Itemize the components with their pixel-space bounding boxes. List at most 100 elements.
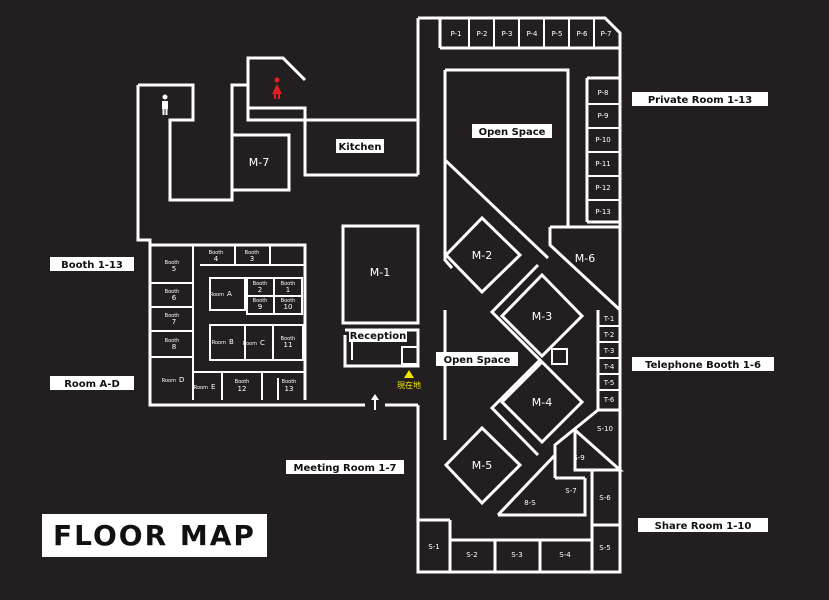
booth-word: Booth — [281, 298, 296, 304]
booth-number: 2 — [258, 286, 262, 294]
open-space-top-label: Open Space — [472, 124, 552, 138]
room-label: M-2 — [472, 249, 492, 262]
private-room-label: Private Room 1-13 — [632, 92, 768, 106]
room-letter: B — [229, 338, 234, 346]
wall — [150, 243, 307, 400]
telephone-booth-labels: T-1 T-2 T-3 T-4 T-5 T-6 — [603, 315, 615, 404]
room-label: P-5 — [551, 30, 562, 38]
wall — [548, 227, 622, 312]
meeting-room-labels: M-1 M-2 M-3 M-4 M-5 M-6 M-7 — [249, 156, 595, 472]
svg-text:Telephone Booth 1-6: Telephone Booth 1-6 — [645, 360, 761, 371]
room-label: M-5 — [472, 459, 492, 472]
wall-west-block — [246, 56, 418, 177]
m-2-room — [443, 215, 523, 295]
booth-word: Booth — [281, 336, 296, 342]
room-label: P-7 — [600, 30, 611, 38]
s-9-room — [573, 428, 624, 472]
room-label: M-7 — [249, 156, 269, 169]
room-label: M-3 — [532, 310, 552, 323]
room-label: P-12 — [595, 184, 611, 192]
room-label: P-1 — [450, 30, 461, 38]
booth-number: 9 — [258, 303, 262, 311]
booth-word: Booth — [253, 281, 268, 287]
room-label: T-6 — [603, 396, 615, 404]
booth-word: Booth — [282, 379, 297, 385]
booth-word: Booth — [245, 250, 260, 256]
booth-number: 5 — [172, 265, 176, 273]
page-title: FLOOR MAP — [53, 519, 256, 552]
room-label: P-6 — [576, 30, 588, 38]
wall — [489, 263, 543, 457]
svg-text:Open Space: Open Space — [479, 127, 546, 138]
wall-open-space-top — [445, 68, 570, 229]
m-5-room — [443, 425, 523, 506]
booth-number: 11 — [284, 341, 293, 349]
booth-number: 1 — [286, 286, 290, 294]
private-room-dividers — [468, 18, 620, 391]
male-restroom-icon — [162, 94, 168, 115]
room-label: P-11 — [595, 160, 611, 168]
svg-text:Reception: Reception — [350, 331, 407, 342]
booth-number: 6 — [172, 294, 177, 302]
wall — [443, 160, 454, 269]
room-label: T-3 — [603, 347, 615, 355]
booth-word: Booth — [281, 281, 296, 287]
room-label: P-13 — [595, 208, 611, 216]
svg-text:Private Room 1-13: Private Room 1-13 — [648, 95, 752, 106]
room-label: T-1 — [603, 315, 615, 323]
booth-word: Booth — [253, 298, 268, 304]
room-label: T-5 — [603, 379, 615, 387]
room-label: S-3 — [511, 551, 522, 559]
room-label: T-4 — [603, 363, 615, 371]
booth-word: Booth — [235, 379, 250, 385]
room-label: P-3 — [501, 30, 512, 38]
room-letter: C — [260, 339, 265, 347]
floor-map-title-box: FLOOR MAP — [42, 514, 267, 557]
room-label: S-5 — [599, 544, 610, 552]
svg-text:Booth 1-13: Booth 1-13 — [61, 260, 123, 271]
room-word: Room — [162, 378, 176, 384]
room-label: P-8 — [597, 89, 608, 97]
room-label: M-4 — [532, 396, 552, 409]
female-restroom-icon — [272, 77, 282, 99]
share-room-label: Share Room 1-10 — [638, 518, 768, 532]
centre-pillar — [551, 348, 568, 365]
room-word: Room — [212, 340, 226, 346]
svg-text:Meeting Room 1-7: Meeting Room 1-7 — [294, 463, 397, 474]
room-label: P-2 — [476, 30, 487, 38]
room-label: S-7 — [565, 487, 576, 495]
room-label: T-2 — [603, 331, 615, 339]
wall — [248, 106, 307, 120]
svg-text:Kitchen: Kitchen — [339, 142, 382, 153]
booth-range-label: Booth 1-13 — [50, 257, 134, 271]
room-letter: A — [227, 290, 232, 298]
reception-box — [401, 346, 419, 365]
booth-word: Booth — [165, 313, 180, 319]
room-label: 8-S — [524, 499, 536, 507]
private-room-labels: P-1 P-2 P-3 P-4 P-5 P-6 P-7 P-8 P-9 P-10… — [450, 30, 611, 216]
room-a — [209, 277, 246, 311]
wall — [496, 408, 599, 517]
room-label: S-4 — [559, 551, 571, 559]
room-word: Room — [210, 292, 224, 298]
here-triangle-icon — [404, 370, 414, 378]
booth-word: Booth — [165, 260, 180, 266]
m-1-room — [341, 224, 420, 325]
entrance-arrow-icon — [371, 394, 379, 410]
booth-word: Booth — [165, 289, 180, 295]
wall — [443, 70, 550, 260]
svg-text:Open Space: Open Space — [444, 355, 511, 366]
wall — [136, 85, 365, 407]
room-ad-label: Room A-D — [50, 376, 134, 390]
booth-word: Booth — [165, 338, 180, 344]
booth-11 — [272, 324, 304, 361]
booth-labels: Booth 4 Booth 3 Booth 5 Booth 6 Booth 7 … — [165, 250, 297, 393]
room-label: S-10 — [597, 425, 613, 433]
booth-number: 4 — [214, 255, 219, 263]
wall — [138, 83, 248, 202]
meeting-room-label: Meeting Room 1-7 — [286, 460, 404, 474]
room-label: S-6 — [599, 494, 611, 502]
booth-number: 12 — [238, 385, 247, 393]
booth-number: 10 — [284, 303, 293, 311]
